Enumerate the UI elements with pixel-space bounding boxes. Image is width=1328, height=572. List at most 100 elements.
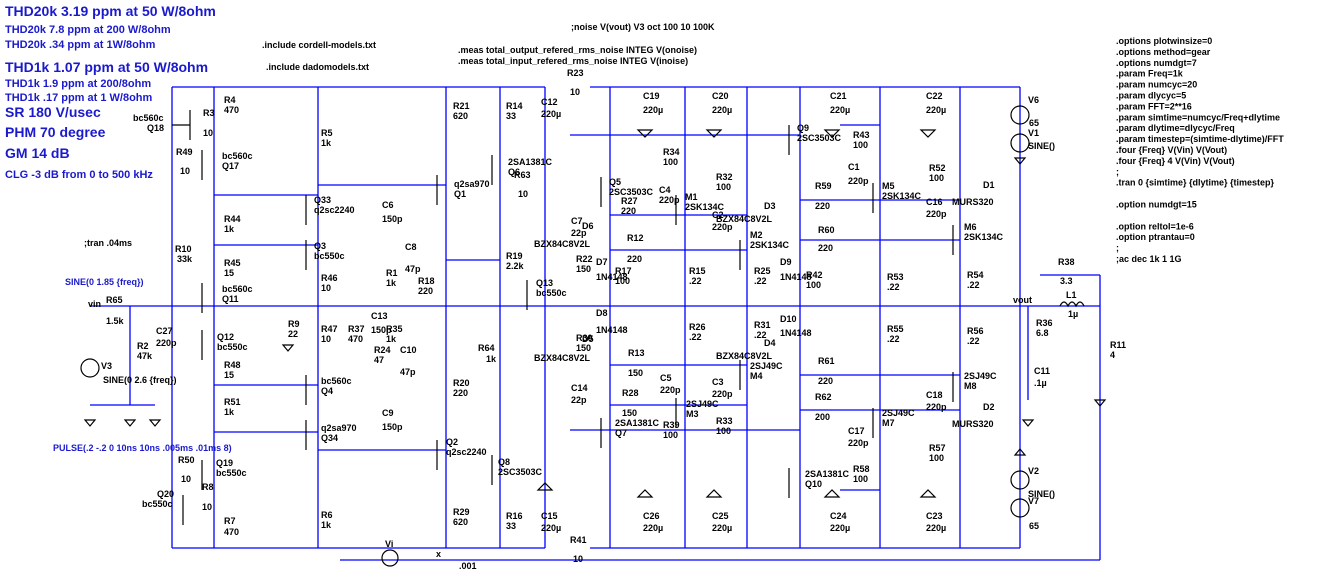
spice-option-line: .four {Freq} V(Vin) V(Vout) xyxy=(1116,145,1227,155)
spice-option-line: ; xyxy=(1116,243,1119,253)
spice-option-line: ;ac dec 1k 1 1G xyxy=(1116,254,1182,264)
component-label: V7 xyxy=(1028,496,1039,506)
spice-option-line: .options plotwinsize=0 xyxy=(1116,36,1212,46)
component-label: 2SK134C xyxy=(882,191,922,201)
component-label: C20 xyxy=(712,91,729,101)
component-label: 10 xyxy=(180,166,190,176)
components xyxy=(80,105,1107,567)
component-label: 220µ xyxy=(643,523,663,533)
component-label: 47 xyxy=(374,355,384,365)
component-label: 2.2k xyxy=(506,261,525,271)
spice-option-line: .param dlytime=dlycyc/Freq xyxy=(1116,123,1235,133)
component-label: 150p xyxy=(382,214,403,224)
component-label: 1k xyxy=(321,138,332,148)
component-label: R51 xyxy=(224,397,241,407)
component-label: 470 xyxy=(224,527,239,537)
component-label: Q5 xyxy=(609,177,621,187)
component-label: M1 xyxy=(685,192,698,202)
component-label: D3 xyxy=(764,201,776,211)
component-label: 220µ xyxy=(712,523,732,533)
component-label: R53 xyxy=(887,272,904,282)
component-label: Q1 xyxy=(454,189,466,199)
spice-option-line: .param simtime=numcyc/Freq+dlytime xyxy=(1116,112,1280,122)
component-label: V2 xyxy=(1028,466,1039,476)
component-label: R46 xyxy=(321,273,338,283)
component-label: bc560c xyxy=(321,376,352,386)
component-label: C5 xyxy=(660,373,672,383)
component-label: 220µ xyxy=(926,523,946,533)
component-label: D6 xyxy=(582,221,594,231)
v7-source-symbol xyxy=(1010,498,1030,518)
component-label: R28 xyxy=(622,388,639,398)
component-label: MURS320 xyxy=(952,419,994,429)
component-label: 2SA1381C xyxy=(805,469,850,479)
component-label: 10 xyxy=(203,128,213,138)
headline-line: THD1k 1.07 ppm at 50 W/8ohm xyxy=(5,59,208,75)
v6-source-symbol xyxy=(1010,105,1030,125)
component-label: R65 xyxy=(106,295,123,305)
component-label: 100 xyxy=(663,430,678,440)
component-label: R56 xyxy=(967,326,984,336)
component-label: Q20 xyxy=(157,489,174,499)
headline-line: CLG -3 dB from 0 to 500 kHz xyxy=(5,169,153,181)
component-label: 1k xyxy=(321,520,332,530)
component-label: 100 xyxy=(716,182,731,192)
component-label: 2SJ49C xyxy=(882,408,915,418)
component-label: bc560c xyxy=(133,113,164,123)
component-label: C24 xyxy=(830,511,847,521)
v1-source-symbol xyxy=(1010,133,1030,153)
component-label: Q3 xyxy=(314,241,326,251)
component-label: C12 xyxy=(541,97,558,107)
component-label: Q9 xyxy=(797,123,809,133)
headline-line: THD20k 3.19 ppm at 50 W/8ohm xyxy=(5,3,216,19)
component-label: 100 xyxy=(929,173,944,183)
component-label: R43 xyxy=(853,130,870,140)
component-label: bc550c xyxy=(142,499,173,509)
component-label: 2SA1381C xyxy=(508,157,553,167)
v7-value: 65 xyxy=(1029,521,1039,531)
component-label: D10 xyxy=(780,314,797,324)
component-label: M2 xyxy=(750,230,763,240)
component-label: C26 xyxy=(643,511,660,521)
component-label: R50 xyxy=(178,455,195,465)
meas-input-noise: .meas total_input_refered_rms_noise INTE… xyxy=(458,56,688,66)
component-label: 150 xyxy=(576,343,591,353)
component-label: 220µ xyxy=(830,523,850,533)
spice-options-block: .options plotwinsize=0.options method=ge… xyxy=(1116,36,1284,264)
headline-line: PHM 70 degree xyxy=(5,124,106,140)
sine-source-v3: SINE(0 2.6 {freq}) xyxy=(103,375,177,385)
component-label: 2SA1381C xyxy=(615,418,660,428)
component-label: 220p xyxy=(712,222,733,232)
component-label: L1 xyxy=(1066,290,1077,300)
component-label: R38 xyxy=(1058,257,1075,267)
component-label: M4 xyxy=(750,371,763,381)
component-label: 220 xyxy=(815,201,830,211)
component-label: .22 xyxy=(689,276,702,286)
component-label: R15 xyxy=(689,266,706,276)
component-label: R52 xyxy=(929,163,946,173)
component-label: D8 xyxy=(596,308,608,318)
component-label: BZX84C8V2L xyxy=(534,353,591,363)
component-label: R22 xyxy=(576,254,593,264)
component-label: R24 xyxy=(374,345,391,355)
component-label: 2SC3503C xyxy=(498,467,543,477)
headline-line: GM 14 dB xyxy=(5,145,70,161)
component-label: R4 xyxy=(224,95,236,105)
include-cordell: .include cordell-models.txt xyxy=(262,40,376,50)
component-label: 10 xyxy=(518,189,528,199)
spice-option-line: .param numcyc=20 xyxy=(1116,80,1197,90)
component-label: .001 xyxy=(459,561,477,571)
component-label: R39 xyxy=(663,420,680,430)
component-label: C16 xyxy=(926,197,943,207)
component-label: 100 xyxy=(853,140,868,150)
component-label: 220µ xyxy=(926,105,946,115)
component-label: C8 xyxy=(405,242,417,252)
component-label: R32 xyxy=(716,172,733,182)
component-label: 220p xyxy=(712,389,733,399)
component-label: R48 xyxy=(224,360,241,370)
component-label: .1µ xyxy=(1034,378,1047,388)
pulse-source: PULSE(.2 -.2 0 10ns 10ns .005ms .01ms 8) xyxy=(53,443,232,453)
component-label: 220 xyxy=(453,388,468,398)
component-label: 100 xyxy=(615,276,630,286)
